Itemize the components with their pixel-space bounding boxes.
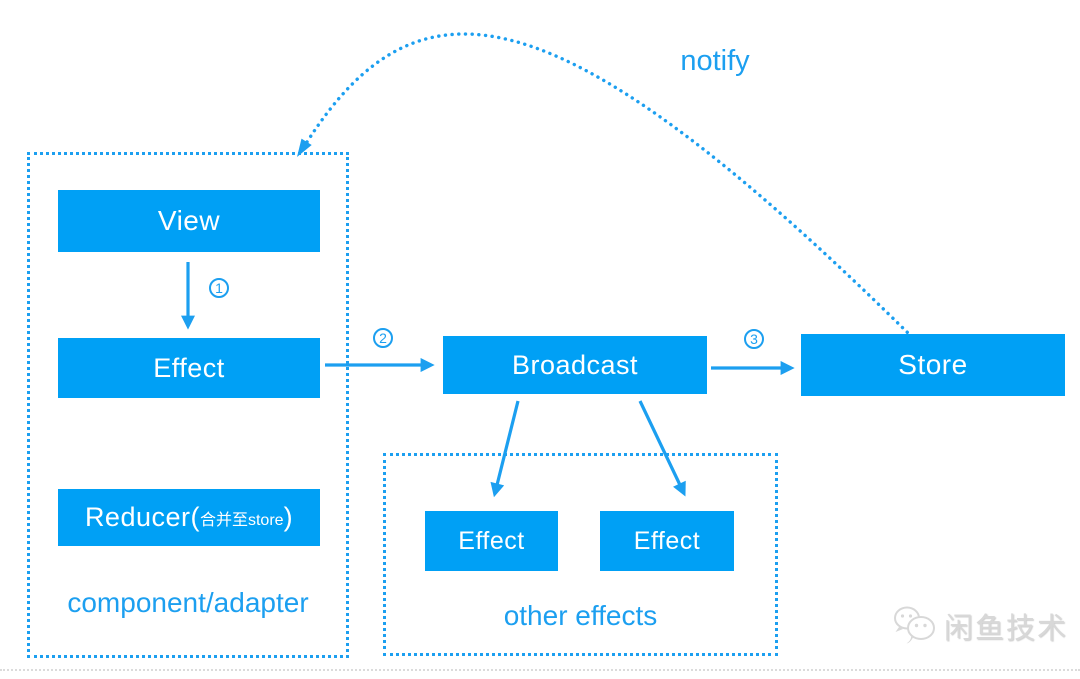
wechat-logo-icon <box>894 606 935 644</box>
reducer-annotation: 合并至store <box>199 511 284 529</box>
reducer-box: Reducer(合并至store) <box>58 489 320 546</box>
other-effect-left-box: Effect <box>425 511 558 571</box>
effect-box: Effect <box>58 338 320 398</box>
step1-badge: 1 <box>209 278 229 298</box>
other-effects-label: other effects <box>503 600 658 631</box>
other-effect-right-box: Effect <box>600 511 734 571</box>
reducer-label: Reducer( <box>84 502 200 532</box>
other-effects-group: Effect Effect other effects <box>383 453 778 656</box>
step2-badge: 2 <box>373 328 393 348</box>
notify-label: notify <box>680 45 750 77</box>
notify-curve <box>305 32 911 336</box>
watermark-text: 闲鱼技术 <box>944 613 1069 645</box>
step3-badge: 3 <box>744 329 764 349</box>
broadcast-box: Broadcast <box>443 336 707 394</box>
bottom-divider <box>0 669 1080 671</box>
component-adapter-group: View Effect Reducer(合并至store) component/… <box>27 152 349 658</box>
view-box: View <box>58 190 320 252</box>
component-adapter-label: component/adapter <box>67 587 309 618</box>
watermark: 闲鱼技术 <box>892 603 1068 649</box>
reducer-label-close: ) <box>283 502 294 532</box>
store-box: Store <box>801 334 1065 396</box>
